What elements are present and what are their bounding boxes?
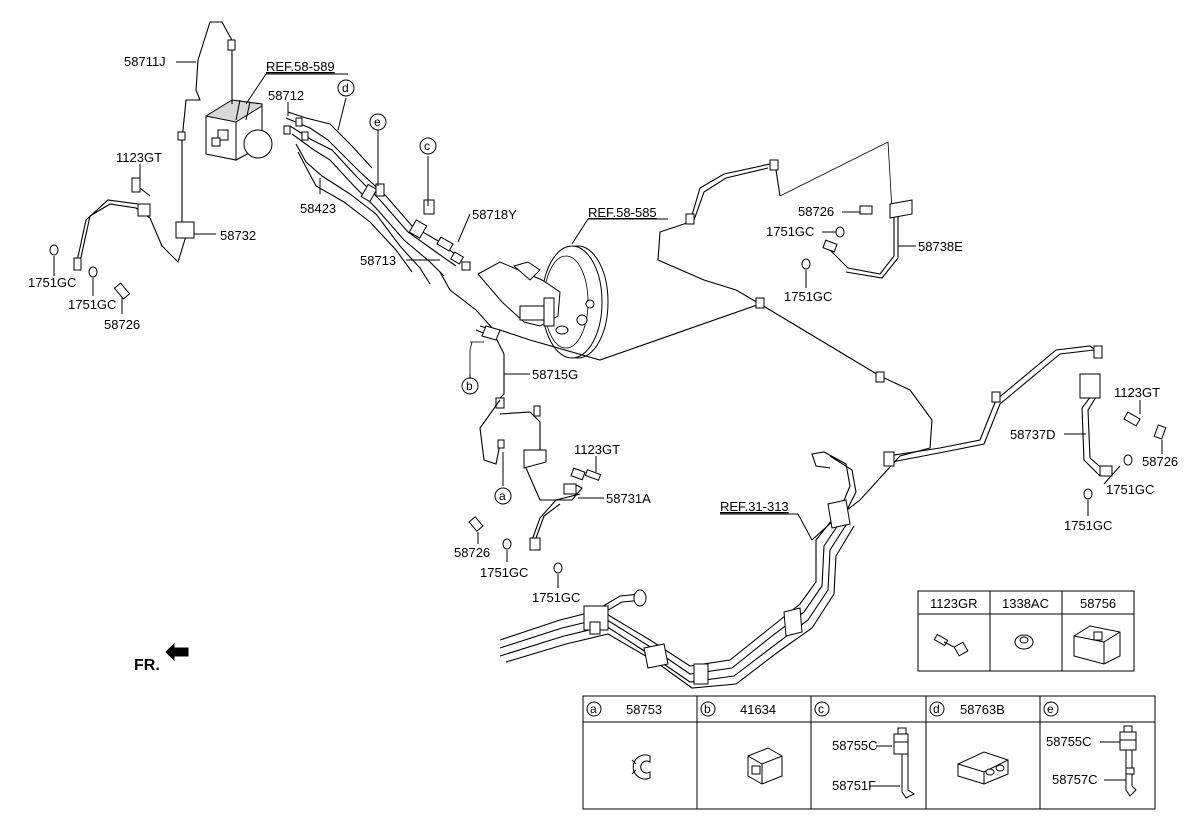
callout-b-letter: b xyxy=(466,379,473,393)
rear-brake-line xyxy=(499,141,1103,541)
callout-a[interactable]: a xyxy=(494,487,512,505)
label-58423: 58423 xyxy=(300,201,336,216)
label-1123GT-rear-right: 1123GT xyxy=(1114,385,1160,400)
floor-line-bundle xyxy=(499,451,857,689)
hose-58737D xyxy=(1079,373,1167,477)
line-58715G xyxy=(469,325,505,409)
ref-58-585[interactable]: REF.58-585 xyxy=(588,205,657,220)
table-header-58756: 58756 xyxy=(1080,596,1116,611)
bolt-icon xyxy=(933,633,969,657)
leader-lines xyxy=(53,61,1163,588)
clip-table: a 58753 b 41634 c d 58763B e 58755C 5875… xyxy=(582,695,1156,810)
front-direction-indicator: FR. xyxy=(134,642,189,674)
label-1751GC-rear-right-a: 1751GC xyxy=(1106,482,1154,497)
clip-table-letter-a: a xyxy=(590,702,597,716)
bracket-clip-icon xyxy=(747,747,783,785)
grommet-icon xyxy=(1014,634,1034,650)
label-58738E: 58738E xyxy=(918,239,963,254)
c-clip-icon xyxy=(631,754,651,780)
callout-e-letter: e xyxy=(374,115,381,129)
table-header-1338AC: 1338AC xyxy=(1002,596,1049,611)
label-58731A: 58731A xyxy=(606,491,651,506)
callout-d[interactable]: d xyxy=(337,79,355,97)
clip-table-part-58755C-e: 58755C xyxy=(1046,734,1092,749)
clip-table-letter-c: c xyxy=(818,702,824,716)
brake-line-bundle xyxy=(283,111,495,331)
clip-table-part-58753: 58753 xyxy=(626,702,662,717)
clip-table-letter-d: d xyxy=(933,702,940,716)
clip-table-part-58763B: 58763B xyxy=(960,702,1005,717)
front-arrow-icon xyxy=(165,642,189,662)
clip-table-part-58751F: 58751F xyxy=(832,778,876,793)
label-58711J: 58711J xyxy=(124,54,166,69)
label-58737D: 58737D xyxy=(1010,427,1056,442)
clip-table-letter-b: b xyxy=(704,702,711,716)
label-58713: 58713 xyxy=(360,253,396,268)
triple-clip-icon xyxy=(957,751,1009,785)
clip-icon xyxy=(1073,625,1121,665)
callout-c[interactable]: c xyxy=(419,137,437,155)
brake-booster xyxy=(477,245,609,359)
label-58715G: 58715G xyxy=(532,367,578,382)
clip-table-part-58757C: 58757C xyxy=(1052,772,1098,787)
table-header-1123GR: 1123GR xyxy=(930,596,977,611)
label-58726-front-left: 58726 xyxy=(104,317,140,332)
hose-58732 xyxy=(75,177,195,267)
line-clip-icon-e xyxy=(1119,725,1137,797)
callout-b[interactable]: b xyxy=(461,377,479,395)
label-58712: 58712 xyxy=(268,88,304,103)
label-58726-rear-right: 58726 xyxy=(1142,454,1178,469)
label-1123GT-front-right: 1123GT xyxy=(574,442,620,457)
callout-c-letter: c xyxy=(424,139,430,153)
clip-table-letter-e: e xyxy=(1047,702,1054,716)
label-1123GT-front-left: 1123GT xyxy=(116,150,162,165)
callout-a-letter: a xyxy=(499,489,506,503)
label-58726-front-right: 58726 xyxy=(454,545,490,560)
label-58718Y: 58718Y xyxy=(472,207,517,222)
hose-58738E xyxy=(822,199,913,279)
line-clip-icon-c xyxy=(893,727,915,799)
hose-58731A xyxy=(479,399,583,541)
clip-table-part-58755C-c: 58755C xyxy=(832,738,878,753)
hardware-table: 1123GR 1338AC 58756 xyxy=(917,590,1135,672)
clip-table-part-41634: 41634 xyxy=(740,702,776,717)
hose-58711J xyxy=(177,21,236,226)
callout-e[interactable]: e xyxy=(369,113,387,131)
label-58732: 58732 xyxy=(220,228,256,243)
label-1751GC-rear-right-b: 1751GC xyxy=(1064,518,1112,533)
abs-module xyxy=(205,99,273,161)
ref-58-589[interactable]: REF.58-589 xyxy=(266,59,335,74)
label-58726-rear-left: 58726 xyxy=(798,204,834,219)
label-1751GC-rear-left-b: 1751GC xyxy=(784,289,832,304)
callout-d-letter: d xyxy=(342,81,349,95)
label-1751GC-front-left-b: 1751GC xyxy=(68,297,116,312)
ref-31-313[interactable]: REF.31-313 xyxy=(720,499,789,514)
label-1751GC-front-right-a: 1751GC xyxy=(480,565,528,580)
label-1751GC-front-left-a: 1751GC xyxy=(28,275,76,290)
label-1751GC-front-right-b: 1751GC xyxy=(532,590,580,605)
front-label: FR. xyxy=(134,657,160,674)
label-1751GC-rear-left-a: 1751GC xyxy=(766,224,814,239)
